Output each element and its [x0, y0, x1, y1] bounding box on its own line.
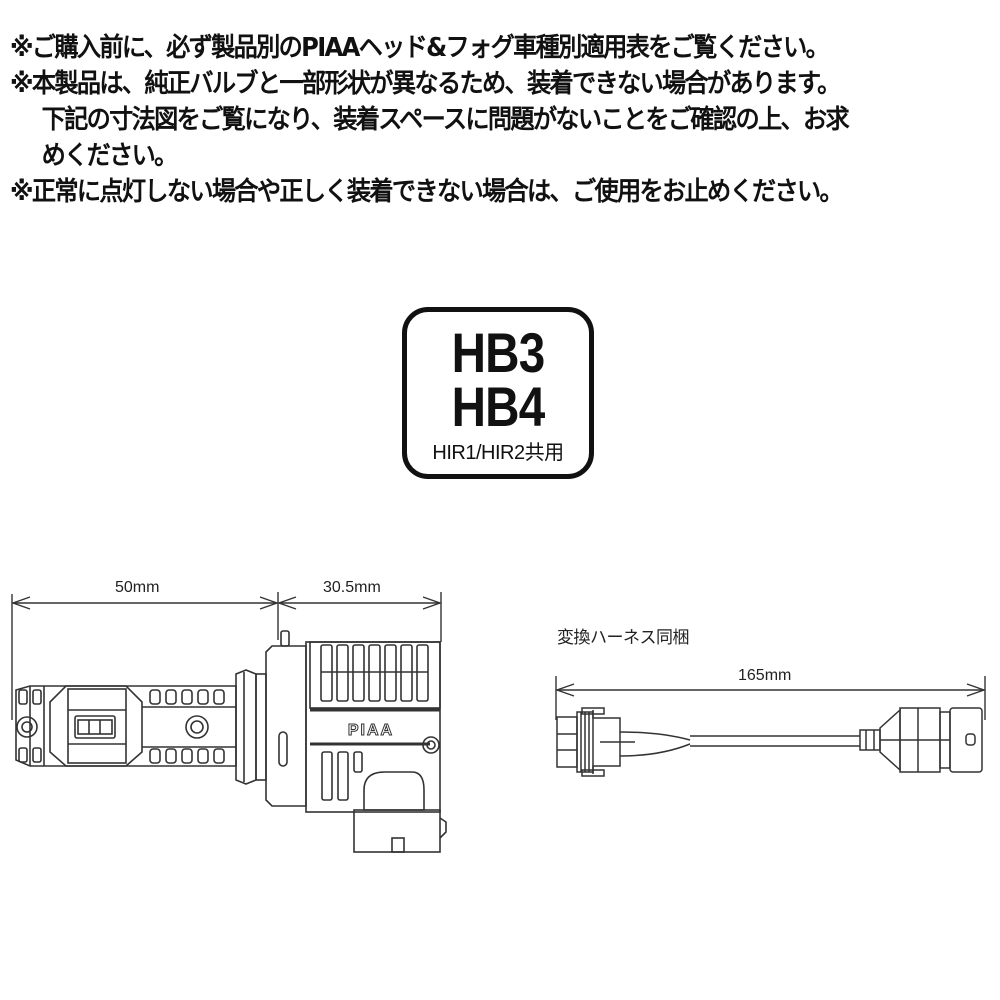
bulb-dimension-lines: [10, 592, 443, 720]
note-line-4: めください。: [41, 141, 179, 171]
harness-drawing: [556, 707, 983, 777]
harness-title: 変換ハーネス同梱: [557, 628, 690, 648]
bulb-type-badge: HB3 HB4 HIR1/HIR2共用: [402, 307, 594, 479]
led-bulb-drawing: [15, 630, 447, 853]
note-line-3: 下記の寸法図をご覧になり、装着スペースに問題がないことをご確認の上、お求: [41, 105, 850, 135]
note-line-5: ※正常に点灯しない場合や正しく装着できない場合は、ご使用をお止めください。: [10, 177, 844, 207]
badge-hb3: HB3: [451, 321, 546, 384]
dim-label-50mm: 50mm: [115, 579, 160, 596]
badge-compat: HIR1/HIR2共用: [432, 442, 564, 464]
note-line-2: ※本製品は、純正バルブと一部形状が異なるため、装着できない場合があります。: [10, 69, 841, 99]
dim-label-165mm: 165mm: [738, 667, 792, 684]
dim-label-30-5mm: 30.5mm: [323, 579, 381, 596]
precaution-notes: ※ご購入前に、必ず製品別のPIAAヘッド&フォグ車種別適用表をご覧ください。 ※…: [10, 30, 995, 210]
badge-hb4: HB4: [451, 375, 546, 438]
piaa-logo: PIAA: [348, 722, 394, 739]
note-line-1: ※ご購入前に、必ず製品別のPIAAヘッド&フォグ車種別適用表をご覧ください。: [10, 33, 830, 63]
harness-dimension-lines: [554, 676, 987, 720]
